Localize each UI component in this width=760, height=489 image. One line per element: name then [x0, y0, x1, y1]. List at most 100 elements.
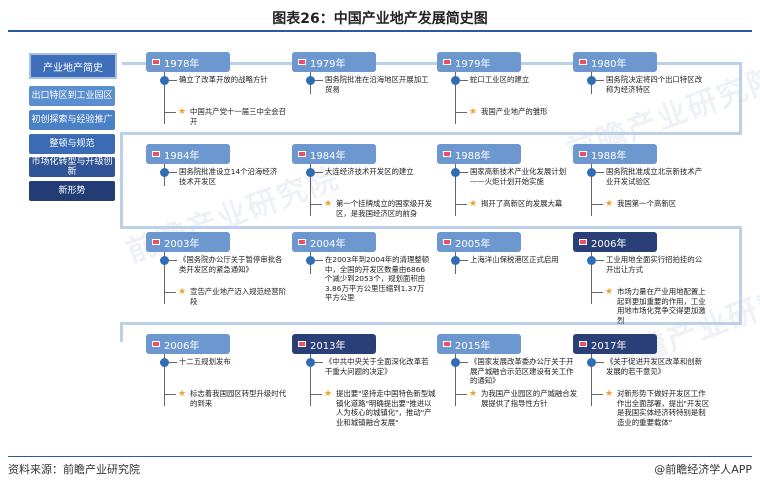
- event-text: 大连经济技术开发区的建立: [325, 167, 414, 176]
- connector-line: [315, 80, 323, 81]
- connector-line: [315, 362, 323, 363]
- connector-line: [455, 164, 456, 216]
- year-marker: 2006年: [573, 232, 657, 252]
- event-highlight-text: 市场力量在产业用地配置上起到更加重要的作用，工业用地市场化竞争交得更加激烈: [617, 287, 706, 325]
- year-marker: 1988年: [437, 144, 521, 164]
- event-dot-icon: [160, 256, 169, 265]
- event-text: 确立了改革开放的战略方针: [179, 75, 268, 84]
- connector-line: [310, 354, 311, 406]
- event-text: 国务院批准设立14个沿海经济技术开发区: [179, 167, 278, 186]
- connector-line: [169, 362, 177, 363]
- year-label: 1980年: [591, 58, 627, 70]
- event-highlight-text: 第一个挂牌成立的国家级开发区，是我国经济区的前身: [336, 199, 433, 218]
- chart-title: 图表26：中国产业地产发展简史图: [272, 11, 488, 27]
- event-dot-icon: [587, 256, 596, 265]
- connector-line: [164, 292, 176, 293]
- year-marker: 1988年: [573, 144, 657, 164]
- year-marker: 2013年: [292, 334, 376, 354]
- year-label: 1988年: [591, 150, 627, 162]
- year-label: 1984年: [310, 150, 346, 162]
- year-marker: 2006年: [146, 334, 230, 354]
- legend-item-export-zone: 出口特区到工业园区: [29, 86, 115, 106]
- connector-line: [460, 80, 468, 81]
- year-label: 2006年: [591, 238, 627, 250]
- event-dot-icon: [587, 76, 596, 85]
- year-marker: 2005年: [437, 232, 521, 252]
- legend-item-rectification: 整顿与规范: [29, 134, 115, 154]
- event-text: 国务院批准成立北京新技术产业开发试验区: [606, 167, 703, 186]
- connector-line: [164, 252, 165, 304]
- connector-line: [591, 252, 592, 304]
- event-text: 《国家发展改革委办公厅关于开展产城融合示范区建设有关工作的通知》: [470, 357, 574, 386]
- year-label: 2005年: [455, 238, 491, 250]
- connector-line: [169, 172, 177, 173]
- flag-icon: [443, 341, 451, 347]
- event-text: 国家高新技术产业化发展计划——火炬计划开始实施: [470, 167, 567, 186]
- timeline-track: [120, 322, 742, 325]
- year-marker: 2004年: [292, 232, 376, 252]
- year-label: 1979年: [310, 58, 346, 70]
- year-label: 2013年: [310, 340, 346, 352]
- title-underline: [8, 30, 752, 32]
- connector-line: [460, 172, 468, 173]
- event-highlight-text: 提出要"坚持走中国特色新型城镇化道路"明确提出要"推进以人为核心的城镇化"，推动…: [336, 389, 436, 427]
- event-highlight-text: 我国第一个高新区: [617, 199, 677, 208]
- timeline-track: [120, 322, 123, 342]
- event-dot-icon: [451, 168, 460, 177]
- timeline-track: [122, 62, 742, 65]
- connector-line: [455, 72, 456, 124]
- flag-icon: [579, 59, 587, 65]
- event-dot-icon: [306, 76, 315, 85]
- year-marker: 2017年: [573, 334, 657, 354]
- year-marker: 1980年: [573, 52, 657, 72]
- legend-item-new-situation: 新形势: [29, 181, 115, 201]
- event-text: 十二五规划发布: [179, 357, 231, 366]
- year-label: 2017年: [591, 340, 627, 352]
- flag-icon: [298, 59, 306, 65]
- flag-icon: [152, 341, 160, 347]
- year-label: 1984年: [164, 150, 200, 162]
- star-icon: ★: [178, 107, 187, 117]
- flag-icon: [152, 151, 160, 157]
- connector-line: [164, 72, 165, 124]
- year-label: 1988年: [455, 150, 491, 162]
- event-text: 上海洋山保税港区正式启用: [470, 255, 559, 264]
- connector-line: [164, 354, 165, 406]
- connector-line: [310, 204, 322, 205]
- flag-icon: [579, 151, 587, 157]
- connector-line: [169, 80, 177, 81]
- event-highlight-text: 揭开了高新区的发展大幕: [481, 199, 563, 208]
- event-text: 在2003年到2004年的清理整顿中，全国的开发区数量由6866个减少到2053…: [325, 255, 430, 303]
- star-icon: ★: [178, 287, 187, 297]
- star-icon: ★: [605, 389, 614, 399]
- event-dot-icon: [160, 168, 169, 177]
- event-text: 《关于促进开发区改革和创新发展的若干意见》: [606, 357, 703, 376]
- event-text: 工业用地全面实行招拍挂的公开出让方式: [606, 255, 703, 274]
- event-text: 国务院批准在沿海地区开展加工贸易: [325, 75, 429, 94]
- connector-line: [460, 362, 468, 363]
- connector-line: [455, 354, 456, 406]
- connector-line: [460, 260, 468, 261]
- event-dot-icon: [306, 358, 315, 367]
- event-highlight-text: 中国共产党十一届三中全会召开: [190, 107, 287, 126]
- year-label: 2015年: [455, 340, 491, 352]
- flag-icon: [152, 239, 160, 245]
- event-highlight-text: 为我国产业园区的产城融合发展提供了指导性方针: [481, 389, 578, 408]
- footer-brand: @前瞻经济学人APP: [654, 463, 752, 476]
- connector-line: [164, 112, 176, 113]
- event-dot-icon: [451, 256, 460, 265]
- flag-icon: [298, 239, 306, 245]
- connector-line: [164, 394, 176, 395]
- flag-icon: [443, 59, 451, 65]
- event-highlight-text: 宣告产业地产迈入规范经营阶段: [190, 287, 287, 306]
- timeline-track: [120, 132, 123, 229]
- footer-divider: [8, 456, 752, 457]
- event-dot-icon: [160, 76, 169, 85]
- timeline-track: [739, 62, 742, 135]
- year-marker: 1979年: [292, 52, 376, 72]
- connector-line: [310, 394, 322, 395]
- event-dot-icon: [587, 358, 596, 367]
- event-highlight-text: 标志着我国园区转型升级时代的到来: [190, 389, 287, 408]
- timeline-track: [120, 226, 742, 229]
- flag-icon: [152, 59, 160, 65]
